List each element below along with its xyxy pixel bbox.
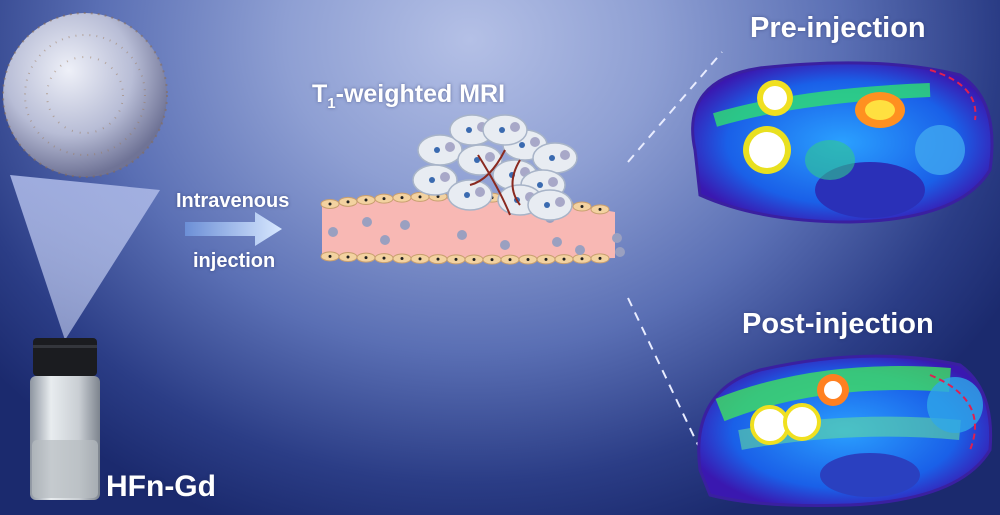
arrow-label-line2: injection bbox=[193, 250, 276, 272]
nanoparticle bbox=[548, 177, 558, 187]
nanoparticle bbox=[445, 142, 455, 152]
nanoparticle bbox=[552, 237, 562, 247]
cell-nucleus bbox=[418, 257, 422, 261]
title-suffix: -weighted MRI bbox=[335, 80, 506, 108]
cell-nucleus bbox=[454, 257, 458, 261]
cell-nucleus bbox=[562, 257, 566, 261]
cell-nucleus bbox=[346, 255, 350, 259]
cell-nucleus bbox=[328, 202, 332, 206]
nanoparticle bbox=[530, 137, 540, 147]
nanoparticle bbox=[555, 197, 565, 207]
nanoparticle bbox=[380, 235, 390, 245]
tumor-nucleus bbox=[474, 157, 480, 163]
cell-nucleus bbox=[526, 257, 530, 261]
mri-title: T1-weighted MRI bbox=[312, 80, 505, 112]
cell-nucleus bbox=[382, 256, 386, 260]
nanoparticle bbox=[615, 247, 625, 257]
nanoparticle bbox=[362, 217, 372, 227]
post-injection-label: Post-injection bbox=[742, 308, 934, 340]
cell-nucleus bbox=[346, 200, 350, 204]
tumor-nucleus bbox=[519, 142, 525, 148]
cell-nucleus bbox=[364, 256, 368, 260]
title-subscript: 1 bbox=[327, 95, 336, 112]
nanoparticle bbox=[510, 122, 520, 132]
cell-nucleus bbox=[382, 197, 386, 201]
cell-nucleus bbox=[580, 257, 584, 261]
nanoparticle bbox=[475, 187, 485, 197]
vial-label: HFn-Gd bbox=[106, 470, 216, 503]
tumor-nucleus bbox=[537, 182, 543, 188]
injection-arrow bbox=[185, 212, 282, 246]
tumor-nucleus bbox=[499, 127, 505, 133]
title-prefix: T bbox=[312, 80, 328, 108]
nanoparticle bbox=[328, 227, 338, 237]
nanoparticle bbox=[575, 245, 585, 255]
nanoparticle bbox=[485, 152, 495, 162]
mri-post-injection-image bbox=[697, 354, 993, 508]
cell-nucleus bbox=[436, 257, 440, 261]
nanoparticle bbox=[400, 220, 410, 230]
cell-nucleus bbox=[364, 198, 368, 202]
nanoparticle bbox=[612, 233, 622, 243]
cell-nucleus bbox=[472, 258, 476, 262]
tumor-nucleus bbox=[464, 192, 470, 198]
tumor-nucleus bbox=[429, 177, 435, 183]
cell-nucleus bbox=[490, 258, 494, 262]
tumor-blood-vessel bbox=[469, 149, 521, 216]
cell-nucleus bbox=[400, 196, 404, 200]
cell-nucleus bbox=[436, 195, 440, 199]
pre-injection-label: Pre-injection bbox=[750, 12, 926, 44]
cell-nucleus bbox=[598, 207, 602, 211]
nanoparticle bbox=[500, 240, 510, 250]
magnify-cone bbox=[10, 175, 160, 340]
dashed-guide-line bbox=[627, 297, 699, 446]
cell-nucleus bbox=[418, 195, 422, 199]
nanoparticle bbox=[440, 172, 450, 182]
cell-nucleus bbox=[328, 254, 332, 258]
cell-nucleus bbox=[544, 257, 548, 261]
tumor-nucleus bbox=[544, 202, 550, 208]
cell-nucleus bbox=[508, 258, 512, 262]
mri-pre-injection-image bbox=[691, 61, 994, 224]
tumor-nucleus bbox=[434, 147, 440, 153]
cell-nucleus bbox=[400, 257, 404, 261]
tumor-cluster bbox=[412, 114, 578, 221]
nanoparticle bbox=[457, 230, 467, 240]
tumor-nucleus bbox=[466, 127, 472, 133]
dashed-guide-line bbox=[627, 51, 723, 163]
arrow-label-line1: Intravenous bbox=[176, 190, 290, 212]
tumor-nucleus bbox=[549, 155, 555, 161]
vial bbox=[30, 338, 100, 500]
nanoparticle bbox=[560, 150, 570, 160]
cell-nucleus bbox=[580, 205, 584, 209]
cell-nucleus bbox=[598, 256, 602, 260]
hfn-nanocage-sphere bbox=[2, 12, 168, 178]
